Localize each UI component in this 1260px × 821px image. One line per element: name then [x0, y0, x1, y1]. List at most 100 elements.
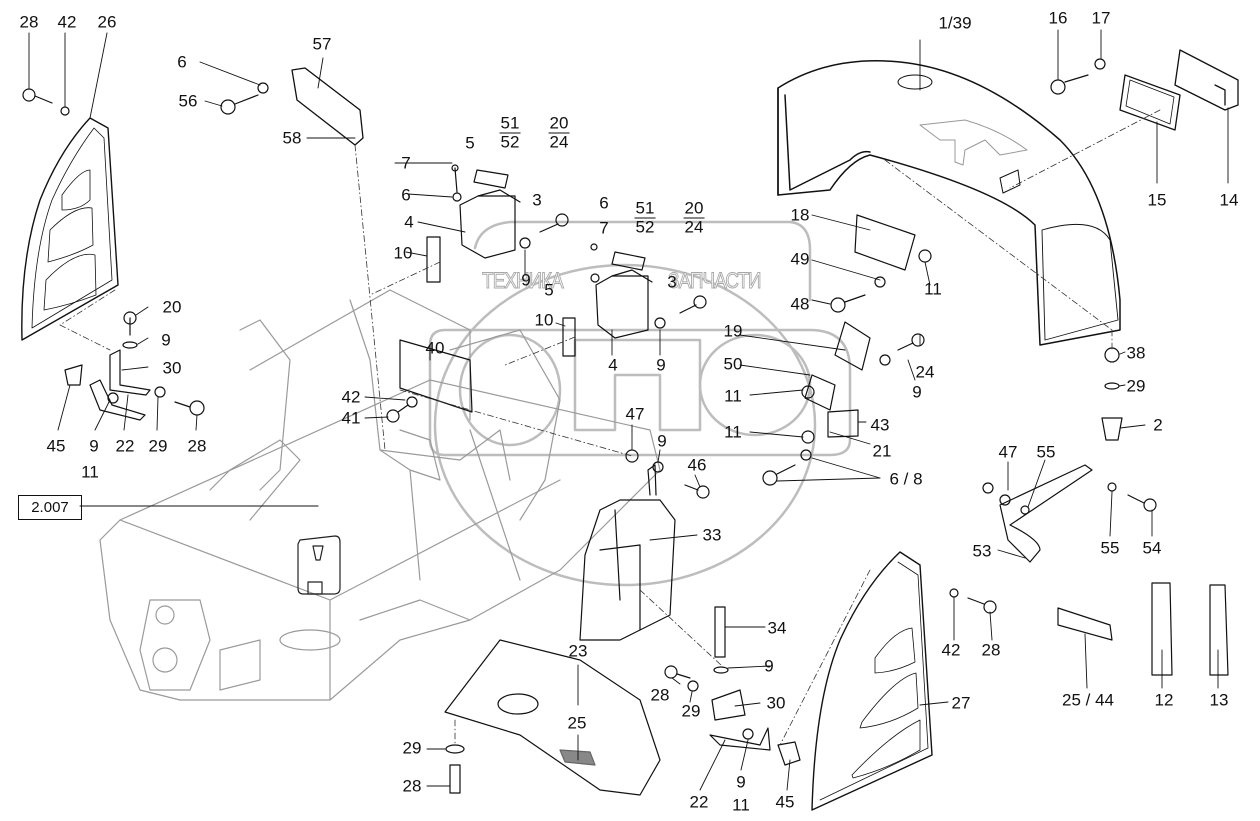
callout-7: 7 — [401, 153, 411, 173]
callout-28: 28 — [650, 685, 670, 705]
callout-2: 2 — [1153, 415, 1163, 435]
callout-55: 55 — [1036, 442, 1056, 462]
callout-21: 21 — [872, 441, 892, 461]
callout-42: 42 — [341, 387, 361, 407]
callout-41: 41 — [341, 408, 361, 428]
callout-11: 11 — [724, 422, 742, 442]
leader-lines — [28, 29, 1229, 791]
callout-22: 22 — [115, 436, 135, 456]
callout-6: 6 — [599, 193, 609, 213]
callout-29: 29 — [1126, 376, 1146, 396]
callout-9: 9 — [736, 772, 746, 792]
callout-26: 26 — [97, 12, 117, 32]
callout-45: 45 — [46, 436, 66, 456]
callout-18: 18 — [790, 205, 810, 225]
callout-30: 30 — [766, 693, 786, 713]
callout-9: 9 — [657, 431, 667, 451]
callout-29: 29 — [681, 701, 701, 721]
callout-6: 6 — [401, 185, 411, 205]
callout-13: 13 — [1209, 690, 1229, 710]
callout-33: 33 — [702, 525, 722, 545]
callout-53: 53 — [972, 541, 992, 561]
callout-19: 19 — [723, 321, 743, 341]
callout-29: 29 — [402, 738, 422, 758]
callout-5: 5 — [465, 133, 475, 153]
watermark-text-left: ТЕХНИКА — [482, 268, 564, 294]
callout-28: 28 — [19, 12, 39, 32]
callout-6: 6 — [177, 52, 187, 72]
callout-5: 5 — [544, 280, 554, 300]
callout-9: 9 — [912, 382, 922, 402]
callout-56: 56 — [178, 91, 198, 111]
callout-28: 28 — [402, 776, 422, 796]
gasket-15 — [1119, 74, 1181, 131]
callout-3: 3 — [667, 272, 677, 292]
callout-42: 42 — [57, 12, 77, 32]
watermark-text-right: ЗАПЧАСТИ — [668, 268, 762, 294]
callout-11: 11 — [81, 462, 99, 482]
callout-10: 10 — [534, 310, 554, 330]
callout-46: 46 — [687, 455, 707, 475]
callout-12: 12 — [1154, 690, 1174, 710]
callout-25: 25 — [567, 713, 587, 733]
callout-58: 58 — [282, 128, 302, 148]
callout-1-39: 1/39 — [938, 13, 972, 33]
callout-7: 7 — [599, 218, 609, 238]
callout-34: 34 — [767, 618, 787, 638]
callout-17: 17 — [1091, 8, 1111, 28]
callout-38: 38 — [1126, 343, 1146, 363]
callout-54: 54 — [1142, 538, 1162, 558]
callout-10: 10 — [393, 243, 413, 263]
callout-24: 24 — [915, 362, 935, 382]
callout-42: 42 — [941, 640, 961, 660]
callout-20: 20 — [162, 297, 182, 317]
callout-45: 45 — [775, 792, 795, 812]
callout-55: 55 — [1100, 538, 1120, 558]
side-panel-27 — [811, 551, 933, 811]
side-panel-26 — [21, 117, 119, 341]
callout-29: 29 — [148, 436, 168, 456]
callout-23: 23 — [568, 641, 588, 661]
callout-4: 4 — [404, 212, 414, 232]
callout-4: 4 — [608, 355, 618, 375]
engine-hood — [777, 60, 1121, 346]
callout-28: 28 — [981, 640, 1001, 660]
frame-door — [297, 535, 341, 595]
callout-9: 9 — [764, 656, 774, 676]
callout-57: 57 — [312, 34, 332, 54]
callout-3: 3 — [532, 190, 542, 210]
callout-25-44: 25 / 44 — [1062, 690, 1114, 710]
fasteners — [22, 58, 1157, 794]
reference-box-2-007[interactable]: 2.007 — [18, 495, 82, 520]
watermark-logo — [428, 220, 852, 587]
callout-9: 9 — [161, 330, 171, 350]
callout-6-8: 6 / 8 — [889, 469, 923, 489]
callout-50: 50 — [723, 354, 743, 374]
callout-11: 11 — [924, 279, 942, 299]
box-33 — [579, 464, 676, 641]
callout-40: 40 — [425, 338, 445, 358]
callout-30: 30 — [162, 358, 182, 378]
callout-47: 47 — [998, 442, 1018, 462]
callout-27: 27 — [951, 693, 971, 713]
callout-28: 28 — [187, 436, 207, 456]
cover-plate-57 — [291, 67, 364, 146]
callout-11: 11 — [724, 386, 742, 406]
callout-9: 9 — [656, 355, 666, 375]
brackets — [89, 169, 1229, 751]
callout-9: 9 — [89, 436, 99, 456]
callout-49: 49 — [790, 249, 810, 269]
callout-16: 16 — [1048, 8, 1068, 28]
callout-11: 11 — [732, 795, 750, 815]
hood-emblem — [919, 119, 1028, 166]
callout-43: 43 — [870, 415, 890, 435]
callout-14: 14 — [1219, 190, 1239, 210]
callout-47: 47 — [625, 404, 645, 424]
assembly-lines — [59, 109, 1161, 746]
